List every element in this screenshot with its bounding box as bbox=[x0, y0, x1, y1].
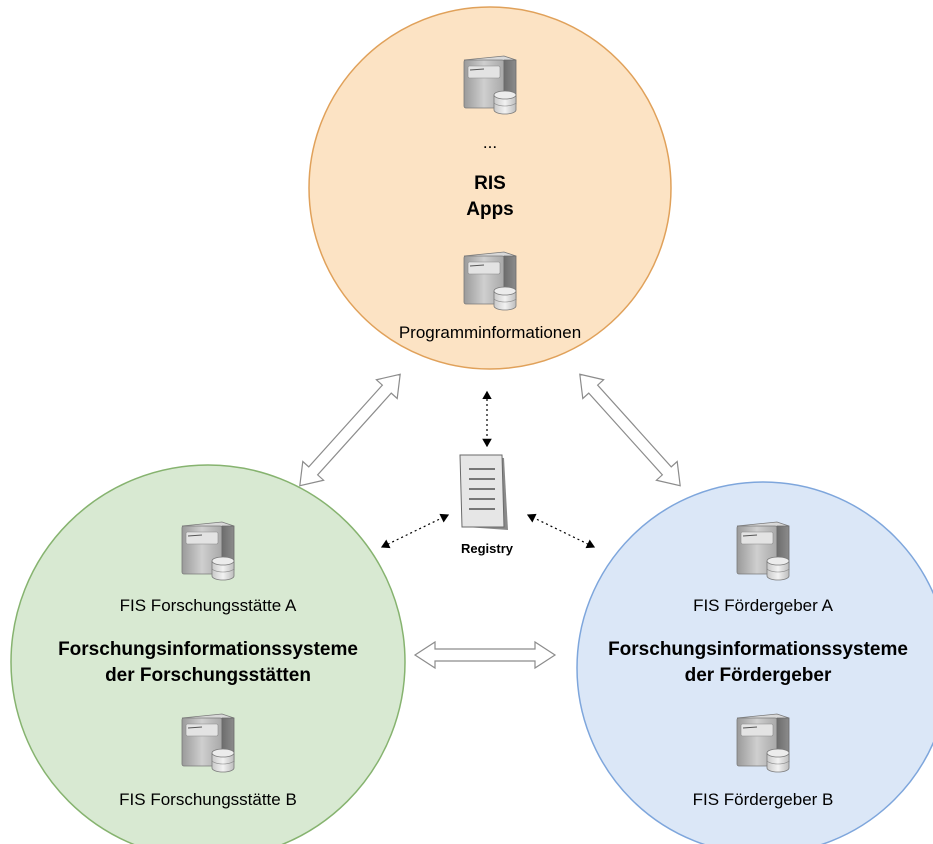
server-database-icon bbox=[736, 713, 790, 773]
server-database-icon bbox=[181, 521, 235, 581]
top-cluster-title-line1: RIS bbox=[474, 173, 506, 194]
registry-right-dotted-arrow bbox=[526, 513, 596, 549]
left-cluster-circle bbox=[10, 464, 406, 844]
registry-label: Registry bbox=[460, 541, 514, 556]
left-cluster-server-b-label: FIS Forschungsstätte B bbox=[119, 790, 297, 809]
left-cluster-title-line1: Forschungsinformationssysteme bbox=[58, 639, 358, 660]
top-right-double-arrow bbox=[579, 373, 681, 487]
right-cluster-title-line1: Forschungsinformationssysteme bbox=[608, 639, 908, 660]
top-cluster-title-line2: Apps bbox=[466, 199, 514, 220]
left-right-double-arrow bbox=[413, 640, 557, 670]
top-left-double-arrow bbox=[299, 373, 401, 487]
right-cluster-server-a-label: FIS Fördergeber A bbox=[693, 596, 833, 615]
right-cluster-server-b-label: FIS Fördergeber B bbox=[692, 790, 834, 809]
right-cluster-circle bbox=[576, 481, 933, 844]
left-cluster-title-line2: der Forschungsstätten bbox=[105, 665, 311, 686]
server-database-icon bbox=[463, 251, 517, 311]
document-icon bbox=[459, 454, 508, 530]
left-cluster-server-a-label: FIS Forschungsstätte A bbox=[119, 596, 297, 615]
server-database-icon bbox=[181, 713, 235, 773]
top-cluster-server-label: Programminformationen bbox=[398, 323, 582, 342]
top-cluster-ellipsis: ... bbox=[482, 133, 498, 152]
right-cluster-title-line2: der Fördergeber bbox=[684, 665, 832, 686]
top-cluster-circle bbox=[308, 6, 672, 370]
server-database-icon bbox=[736, 521, 790, 581]
registry-left-dotted-arrow bbox=[380, 513, 450, 549]
server-database-icon bbox=[463, 55, 517, 115]
